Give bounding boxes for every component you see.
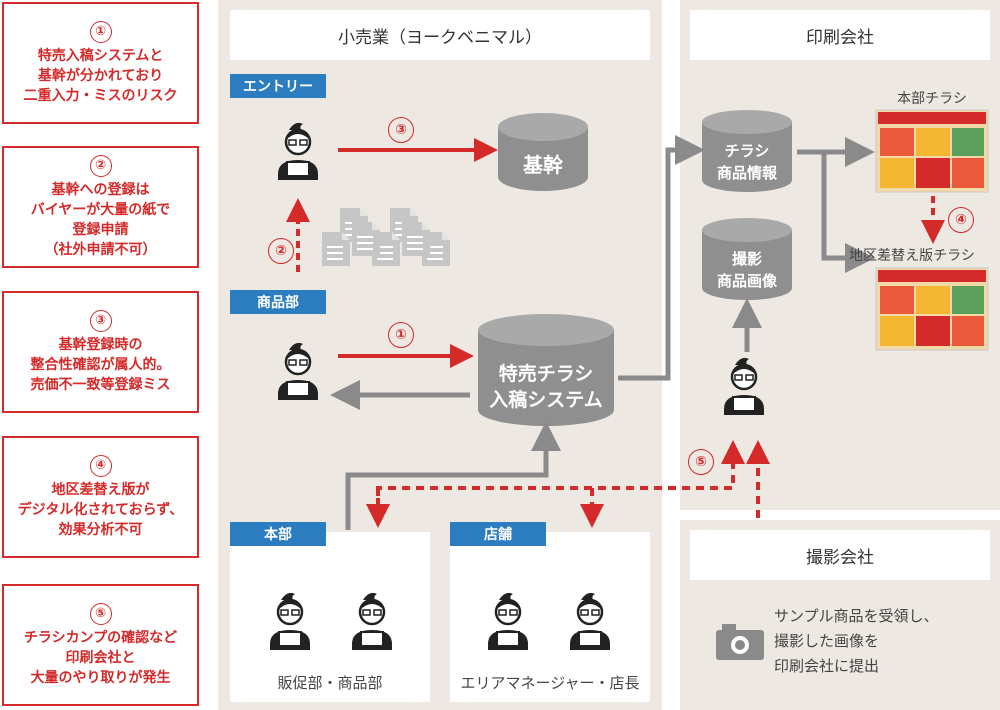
hq-person-icon xyxy=(350,591,394,652)
core-db-label: 基幹 xyxy=(523,152,563,177)
issue-5: ⑤ チラシカンプの確認など 印刷会社と 大量のやり取りが発生 xyxy=(2,584,199,706)
merch-person-icon xyxy=(276,341,320,402)
special-db-label: 特売チラシ 入稿システム xyxy=(489,363,603,411)
hq-subpanel xyxy=(230,532,430,702)
issue-number: ① xyxy=(89,20,112,43)
store-caption: エリアマネージャー・店長 xyxy=(460,674,640,692)
marker-1: ① xyxy=(388,322,414,348)
store-person-icon xyxy=(568,591,612,652)
issue-number: ② xyxy=(89,154,112,177)
issue-text: 基幹への登録は バイヤーが大量の紙で 登録申請 （社外申請不可） xyxy=(30,181,171,258)
issue-3: ③ 基幹登録時の 整合性確認が属人的。 売価不一致等登録ミス xyxy=(2,291,199,413)
issue-4: ④ 地区差替え版が デジタル化されておらず、 効果分析不可 xyxy=(2,436,199,558)
issue-2: ② 基幹への登録は バイヤーが大量の紙で 登録申請 （社外申請不可） xyxy=(2,146,199,268)
issue-text: 基幹登録時の 整合性確認が属人的。 売価不一致等登録ミス xyxy=(30,336,171,393)
image-db-icon xyxy=(702,218,792,300)
system-to-printer-arrow xyxy=(618,135,705,381)
retail-title: 小売業（ヨークベニマル） xyxy=(230,10,650,60)
camera-icon xyxy=(716,624,764,660)
printer-person-icon xyxy=(722,356,766,417)
marker-2: ② xyxy=(268,238,294,264)
issue-text: チラシカンプの確認など 印刷会社と 大量のやり取りが発生 xyxy=(23,629,178,686)
issue-number: ④ xyxy=(89,454,112,477)
merch-tag: 商品部 xyxy=(230,290,326,314)
issue-text: 地区差替え版が デジタル化されておらず、 効果分析不可 xyxy=(17,481,184,538)
to-regional-flyer-arrow xyxy=(821,152,875,273)
marker-5: ⑤ xyxy=(688,449,714,475)
marker-3: ③ xyxy=(388,117,414,143)
hq-to-system-arrow xyxy=(345,421,561,530)
hq-flyer-image xyxy=(875,109,989,193)
regional-flyer-image xyxy=(875,267,989,351)
flyer-db-label: チラシ 商品情報 xyxy=(716,142,777,182)
hq-flyer-caption: 本部チラシ xyxy=(897,91,967,107)
entry-tag: エントリー xyxy=(230,74,326,98)
printer-title: 印刷会社 xyxy=(690,10,990,60)
paper-documents-icon xyxy=(322,208,450,266)
marker-4: ④ xyxy=(948,207,974,233)
image-db-label: 撮影 商品画像 xyxy=(716,250,777,290)
issue-number: ⑤ xyxy=(89,602,112,625)
hq-person-icon xyxy=(268,591,312,652)
store-person-icon xyxy=(486,591,530,652)
core-db-icon xyxy=(498,113,588,191)
issue-1: ① 特売入稿システムと 基幹が分かれており 二重入力・ミスのリスク xyxy=(2,2,199,124)
store-tag: 店舗 xyxy=(450,522,546,546)
regional-flyer-caption: 地区差替え版チラシ xyxy=(849,248,975,264)
store-subpanel xyxy=(450,532,650,702)
photo-title: 撮影会社 xyxy=(690,530,990,580)
issue-text: 特売入稿システムと 基幹が分かれており 二重入力・ミスのリスク xyxy=(23,47,178,104)
entry-person-icon xyxy=(276,121,320,182)
special-db-icon xyxy=(478,314,614,426)
photo-description: サンプル商品を受領し、 撮影した画像を 印刷会社に提出 xyxy=(774,607,939,675)
flyer-db-icon xyxy=(702,110,792,192)
hq-tag: 本部 xyxy=(230,522,326,546)
hq-caption: 販促部・商品部 xyxy=(277,674,383,692)
proof-exchange-arrow xyxy=(376,440,745,506)
issue-number: ③ xyxy=(89,309,112,332)
